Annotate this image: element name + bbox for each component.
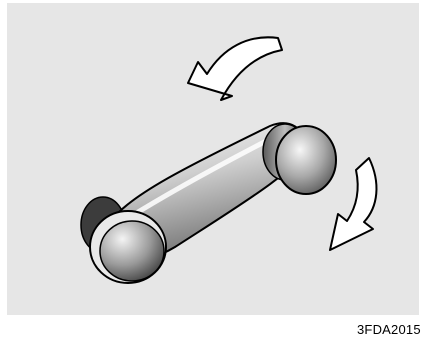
- left-hub-cap: [99, 220, 165, 282]
- curved-arrow-clockwise-icon: [329, 157, 378, 251]
- curved-arrow-counterclockwise-icon: [187, 36, 283, 101]
- arrow-shape-bottom: [329, 157, 378, 251]
- figure-code: 3FDA2015: [357, 322, 421, 337]
- crank-handle: [80, 122, 337, 284]
- right-knob-cap: [275, 125, 337, 195]
- arrow-shape-top: [187, 36, 283, 101]
